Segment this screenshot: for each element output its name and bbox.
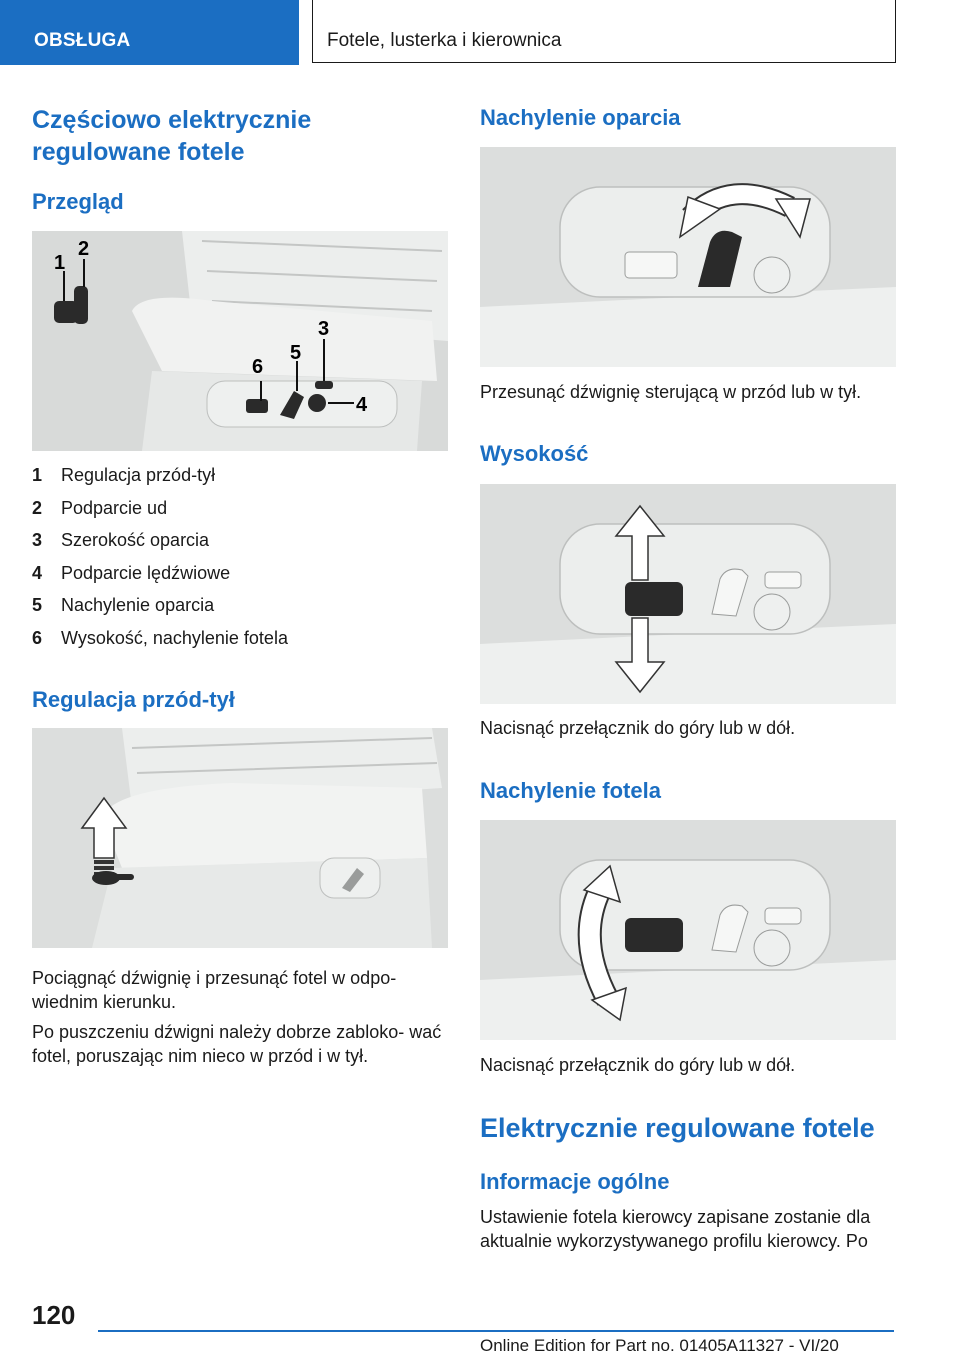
legend-item: 1 Regulacja przód-tył [32, 463, 452, 496]
legend-text: Podparcie ud [61, 497, 168, 518]
tilt-instruction: Nacisnąć przełącznik do góry lub w dół. [480, 1055, 796, 1075]
section-title: Częściowo elektrycznie regulowane fotele [32, 106, 312, 166]
legend-item: 3 Szerokość oparcia [32, 528, 452, 561]
legend-text: Szerokość oparcia [61, 530, 210, 550]
chapter-title: Fotele, lusterka i kierownica [327, 30, 562, 51]
height-instruction: Nacisnąć przełącznik do góry lub w dół. [480, 718, 796, 738]
legend-number: 3 [32, 530, 43, 550]
backrest-instruction: Przesunąć dźwignię sterującą w przód lub… [480, 382, 862, 402]
legend-item: 5 Nachylenie oparcia [32, 593, 452, 626]
legend-number: 5 [32, 595, 43, 615]
legend-text: Wysokość, nachylenie fotela [61, 627, 288, 648]
general-info-heading: Informacje ogólne [480, 1169, 670, 1194]
tilt-switch-image [480, 820, 896, 1040]
fore-aft-locking-note: Po puszczeniu dźwigni należy dobrze zabl… [32, 1022, 442, 1066]
callout-2: 2 [78, 238, 89, 260]
legend-item: 4 Podparcie lędźwiowe [32, 561, 452, 594]
height-switch-image [480, 484, 896, 704]
page-number: 120 [32, 1300, 76, 1330]
section-label: OBSŁUGA [34, 30, 131, 51]
legend-item: 6 Wysokość, nachylenie fotela [32, 626, 452, 659]
callout-4: 4 [356, 394, 368, 416]
legend-number: 1 [32, 465, 43, 485]
fore-aft-heading: Regulacja przód-tył [32, 687, 235, 712]
legend-number: 2 [32, 497, 43, 518]
callout-6: 6 [252, 356, 263, 378]
fore-aft-lever-image [32, 728, 448, 948]
backrest-heading: Nachylenie oparcia [480, 105, 681, 130]
height-heading: Wysokość [480, 441, 589, 466]
legend-text: Podparcie lędźwiowe [61, 562, 231, 583]
overview-heading: Przegląd [32, 189, 124, 214]
electric-seats-heading: Elektrycznie regulowane fotele [480, 1113, 875, 1143]
callout-1: 1 [54, 252, 65, 274]
tilt-heading: Nachylenie fotela [480, 778, 661, 803]
legend-text: Nachylenie oparcia [61, 595, 215, 615]
legend-number: 6 [32, 627, 43, 648]
legend-item: 2 Podparcie ud [32, 496, 452, 529]
backrest-switch-image [480, 147, 896, 367]
legend-text: Regulacja przód-tył [61, 465, 216, 485]
callout-3: 3 [318, 318, 329, 340]
fore-aft-instruction: Pociągnąć dźwignię i przesunąć fotel w o… [32, 968, 397, 1012]
seat-controls-overview-image: 1 2 3 4 5 6 [32, 231, 448, 451]
callout-5: 5 [290, 342, 301, 364]
legend-number: 4 [32, 562, 43, 583]
edition-note: Online Edition for Part no. 01405A11327 … [480, 1336, 839, 1355]
footer-rule [98, 1330, 894, 1332]
section-tab: OBSŁUGA [0, 0, 299, 65]
general-info-text: Ustawienie fotela kierowcy zapisane zost… [480, 1207, 871, 1251]
callout-legend: 1 Regulacja przód-tył 2 Podparcie ud 3 Szer… [32, 463, 452, 658]
chapter-header: Fotele, lusterka i kierownica [312, 0, 896, 63]
